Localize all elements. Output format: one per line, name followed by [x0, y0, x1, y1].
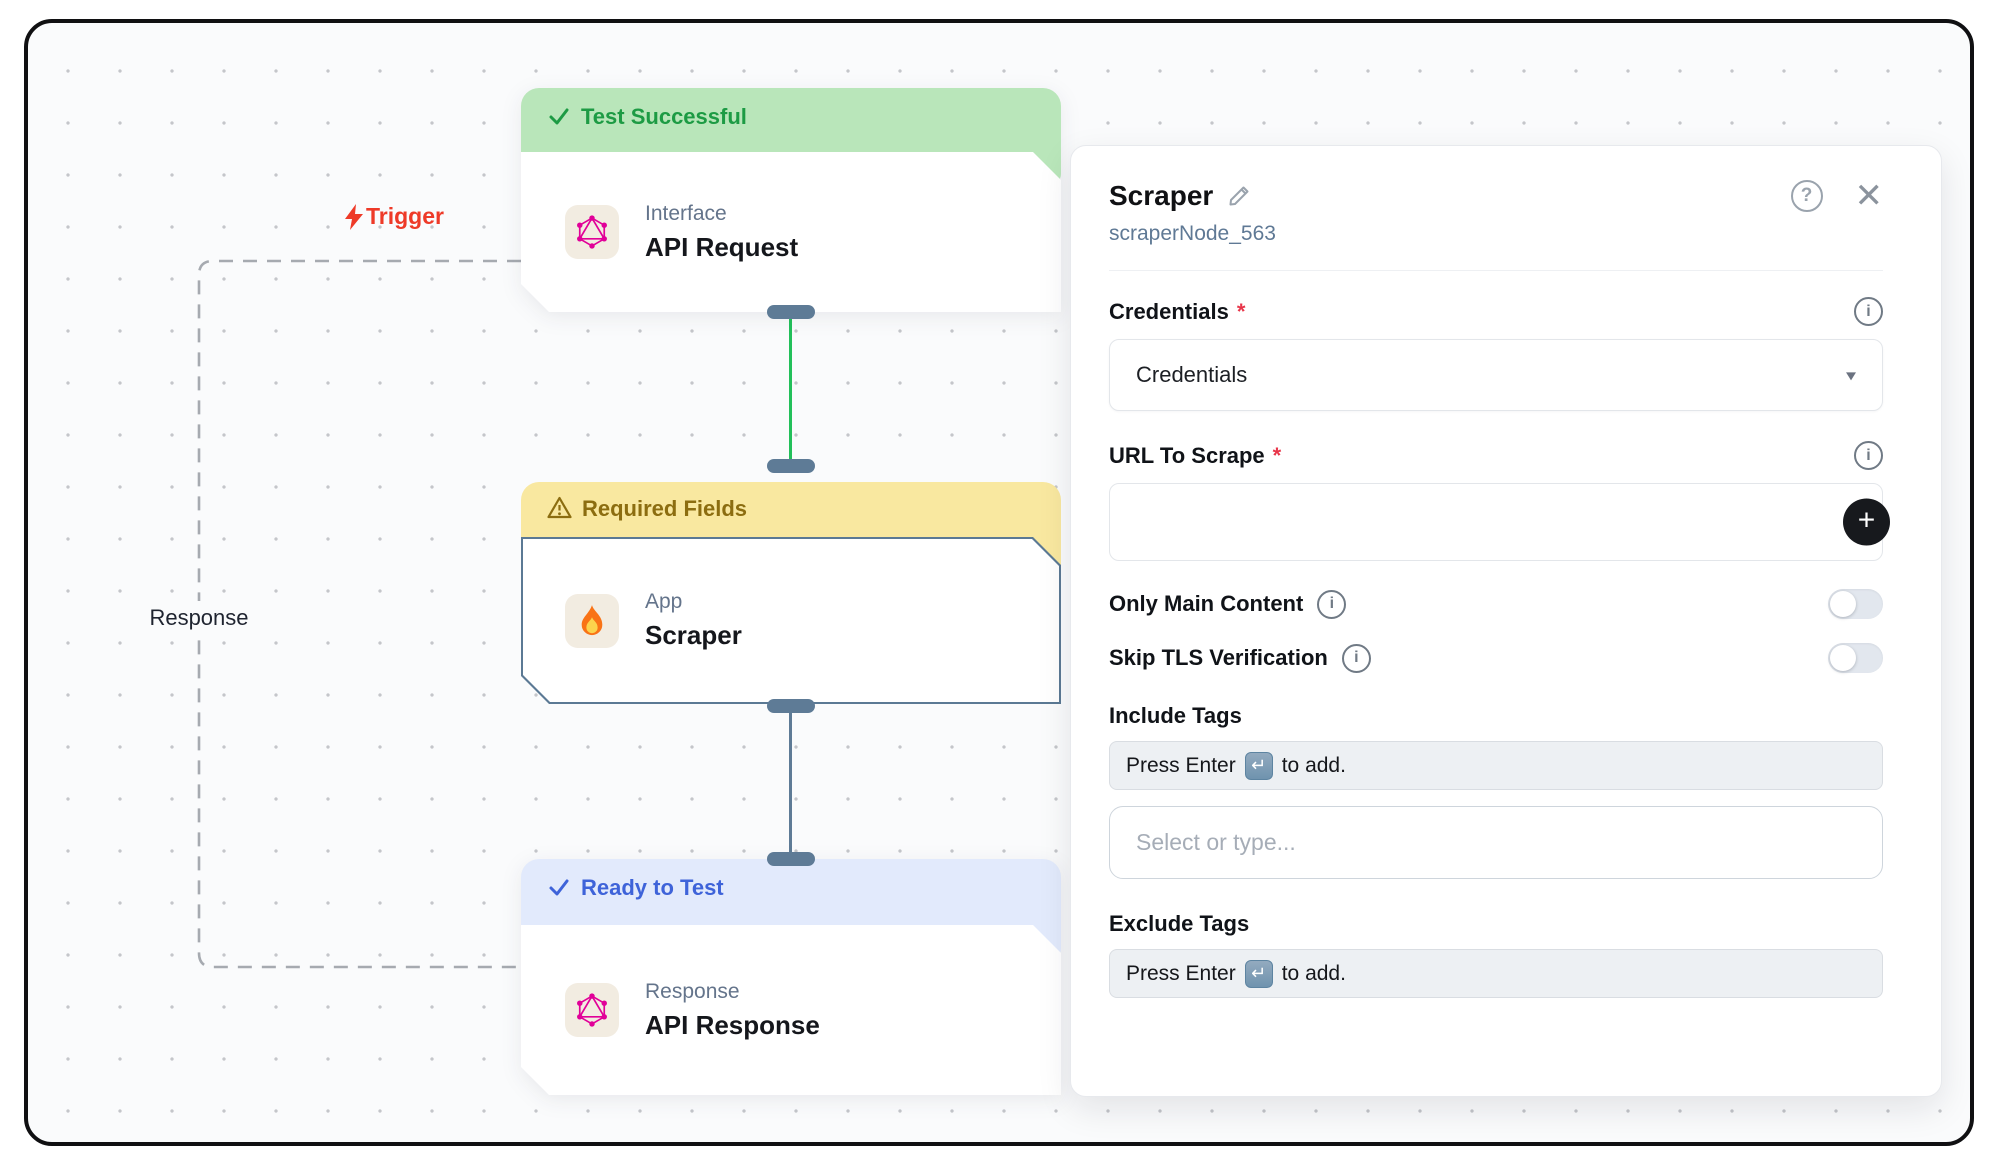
warning-triangle-icon: [547, 496, 572, 519]
enter-key-icon: ↵: [1244, 959, 1273, 988]
only-main-content-row: Only Main Content i: [1109, 589, 1883, 619]
enter-key-icon: ↵: [1244, 751, 1273, 780]
url-label-row: URL To Scrape * i: [1109, 441, 1883, 470]
node-config-panel: Scraper ? ✕ scraperNode_563 Credentials …: [1070, 145, 1942, 1097]
info-icon[interactable]: i: [1341, 643, 1371, 673]
node-body-api-response: Response API Response: [521, 925, 1061, 1095]
url-to-scrape-input[interactable]: [1109, 483, 1883, 561]
graphql-icon: [565, 205, 619, 259]
node-title: API Request: [645, 231, 799, 262]
edge-scraper-to-apiresponse: [789, 704, 792, 860]
node-body-scraper: App Scraper: [521, 537, 1061, 704]
node-scraper[interactable]: Required Fields App Scraper: [521, 482, 1061, 704]
include-tags-hint: Press Enter ↵ to add.: [1109, 741, 1883, 790]
exclude-tags-label-row: Exclude Tags: [1109, 911, 1250, 936]
node-title: Scraper: [645, 620, 742, 650]
check-icon: [549, 108, 569, 125]
node-id-label: scraperNode_563: [1109, 222, 1276, 245]
divider: [1109, 270, 1883, 271]
response-loop-edge: [197, 259, 521, 969]
only-main-content-toggle[interactable]: [1828, 589, 1883, 619]
required-asterisk: *: [1272, 442, 1282, 468]
close-icon[interactable]: ✕: [1854, 177, 1884, 215]
node-category: App: [645, 590, 683, 613]
target-handle-apiresponse[interactable]: [767, 852, 815, 866]
credentials-select[interactable]: Credentials ▾: [1109, 339, 1883, 411]
include-tags-input[interactable]: [1109, 806, 1883, 879]
workflow-canvas[interactable]: Response Trigger Test Successful: [24, 19, 1974, 1146]
node-api-request[interactable]: Test Successful Interface API Request: [521, 88, 1061, 312]
graphql-icon: [565, 983, 619, 1037]
add-variable-button[interactable]: +: [1843, 498, 1890, 546]
panel-header: Scraper ? ✕: [1109, 177, 1884, 215]
edit-pencil-icon[interactable]: [1227, 184, 1251, 208]
node-body-api-request: Interface API Request: [521, 152, 1061, 312]
exclude-tags-hint: Press Enter ↵ to add.: [1109, 949, 1883, 998]
node-title: API Response: [645, 1009, 820, 1040]
skip-tls-toggle[interactable]: [1828, 643, 1883, 673]
response-edge-label: Response: [124, 601, 274, 635]
chevron-down-icon: ▾: [1845, 366, 1856, 385]
required-asterisk: *: [1236, 298, 1246, 324]
info-icon[interactable]: i: [1854, 441, 1883, 470]
info-icon[interactable]: i: [1317, 589, 1347, 619]
check-icon: [549, 879, 569, 896]
help-icon[interactable]: ?: [1790, 180, 1823, 212]
include-tags-label-row: Include Tags: [1109, 703, 1242, 728]
source-handle-scraper[interactable]: [767, 699, 815, 713]
node-category: Interface: [645, 201, 727, 225]
node-category: Response: [645, 979, 740, 1003]
target-handle-scraper[interactable]: [767, 459, 815, 473]
panel-title: Scraper: [1109, 180, 1214, 211]
source-handle-apirequest[interactable]: [767, 305, 815, 319]
edge-apirequest-to-scraper: [789, 312, 792, 466]
node-api-response[interactable]: Ready to Test Response API Response: [521, 859, 1061, 1095]
credentials-label-row: Credentials * i: [1109, 297, 1883, 326]
info-icon[interactable]: i: [1854, 297, 1883, 326]
trigger-label: Trigger: [344, 203, 444, 230]
fire-icon: [565, 594, 619, 648]
lightning-bolt-icon: [345, 203, 363, 230]
skip-tls-row: Skip TLS Verification i: [1109, 643, 1883, 673]
